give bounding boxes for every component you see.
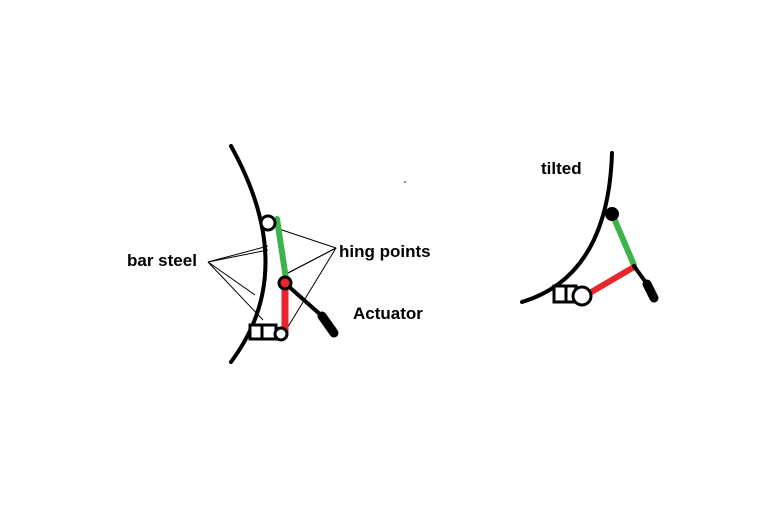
actuator-rod [285,283,339,338]
green-arm [274,216,289,282]
tilted-hinge-point-bottom [571,285,593,307]
tilted-bar-steel-curve [520,151,614,304]
upright-configuration: bar steel hing points Actuator [127,144,431,364]
hinge-points-label: hing points [339,242,431,261]
tilted-red-arm [585,264,637,297]
hinge-point-pointers [275,227,337,331]
tilted-green-arm [610,213,637,268]
bottom-mount [248,323,278,341]
tilted-label: tilted [541,159,582,178]
bar-steel-label: bar steel [127,251,197,270]
hinge-point-middle [277,275,293,291]
tilted-configuration: tilted [520,151,659,307]
bar-steel-curve [229,144,268,364]
tilted-hinge-point-top [605,207,619,221]
hinge-point-top [259,214,277,232]
actuator-label: Actuator [353,304,423,323]
stray-dot [404,181,406,183]
tilted-actuator-rod [632,264,659,303]
hinge-point-bottom [273,326,289,342]
bar-steel-pointers [207,245,269,321]
